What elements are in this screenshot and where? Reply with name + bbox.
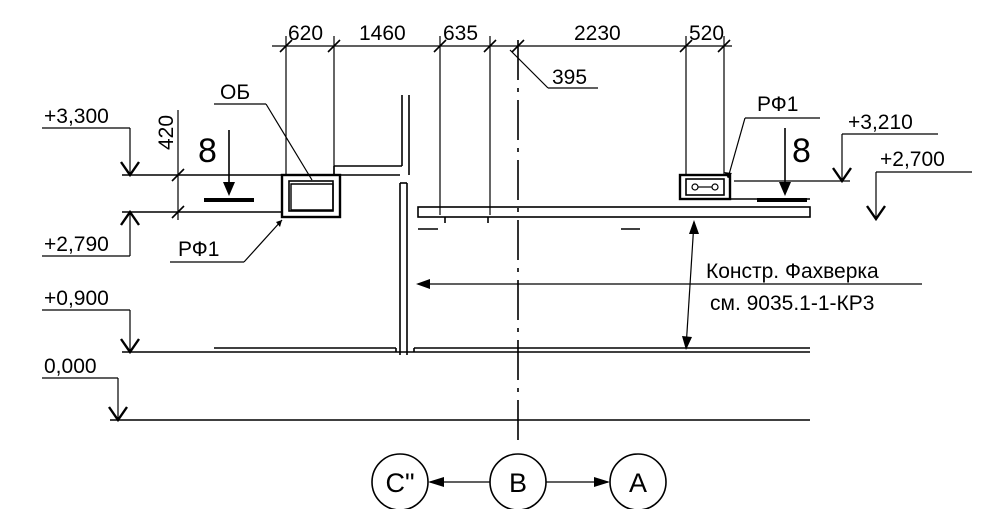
axis-bubble-left <box>371 453 429 509</box>
rf1-left-leader <box>170 219 283 263</box>
axis-bubble-right <box>609 453 667 509</box>
axis-label-right: А <box>629 468 647 498</box>
floor-slab <box>122 347 810 353</box>
ob-leader <box>214 103 313 181</box>
elevation-mark-left-top <box>42 127 140 178</box>
elevation-mark-floor-upper <box>42 309 140 355</box>
diffuser-left <box>204 130 254 202</box>
top-dimension-chain <box>272 36 732 215</box>
dim-620: 620 <box>288 22 323 45</box>
label-8-left: 8 <box>198 132 217 170</box>
label-8-right: 8 <box>792 132 811 170</box>
right-beam <box>417 198 811 230</box>
axis-label-left: С" <box>385 468 414 498</box>
ceiling-left-line <box>122 165 402 176</box>
dim-520: 520 <box>689 22 724 45</box>
elevation-floor-zero: 0,000 <box>44 355 97 378</box>
elevation-mark-floor-zero <box>42 377 128 423</box>
elevation-floor-upper: +0,900 <box>44 287 109 310</box>
elevation-mark-right-top <box>832 133 938 184</box>
label-ob: ОБ <box>220 81 250 104</box>
elevation-left-lower: +2,790 <box>44 233 109 256</box>
elevation-mark-right-lower <box>866 171 972 222</box>
dim-395: 395 <box>552 66 587 89</box>
duct-right <box>678 173 732 201</box>
label-rf1-right: РФ1 <box>757 93 798 116</box>
axis-label-center: В <box>509 468 527 498</box>
dim-1460: 1460 <box>359 22 406 45</box>
duct-left <box>280 173 342 219</box>
dim-420: 420 <box>155 115 178 150</box>
central-wall <box>399 95 410 355</box>
note-leader <box>416 220 922 350</box>
elevation-right-top: +3,210 <box>848 111 913 134</box>
diffuser-right <box>757 128 807 202</box>
dim-2230: 2230 <box>574 22 621 45</box>
rf1-right-leader <box>724 117 820 179</box>
elevation-left-top: +3,300 <box>44 105 109 128</box>
elevation-right-lower: +2,700 <box>880 148 945 171</box>
axis-arrows <box>428 477 610 487</box>
dim-635: 635 <box>443 22 478 45</box>
axis-bubble-center <box>489 453 547 509</box>
label-rf1-left: РФ1 <box>178 238 219 261</box>
note-line-2: см. 9035.1-1-КР3 <box>710 292 874 315</box>
note-line-1: Констр. Фахверка <box>706 260 879 283</box>
leader-395 <box>509 49 598 89</box>
